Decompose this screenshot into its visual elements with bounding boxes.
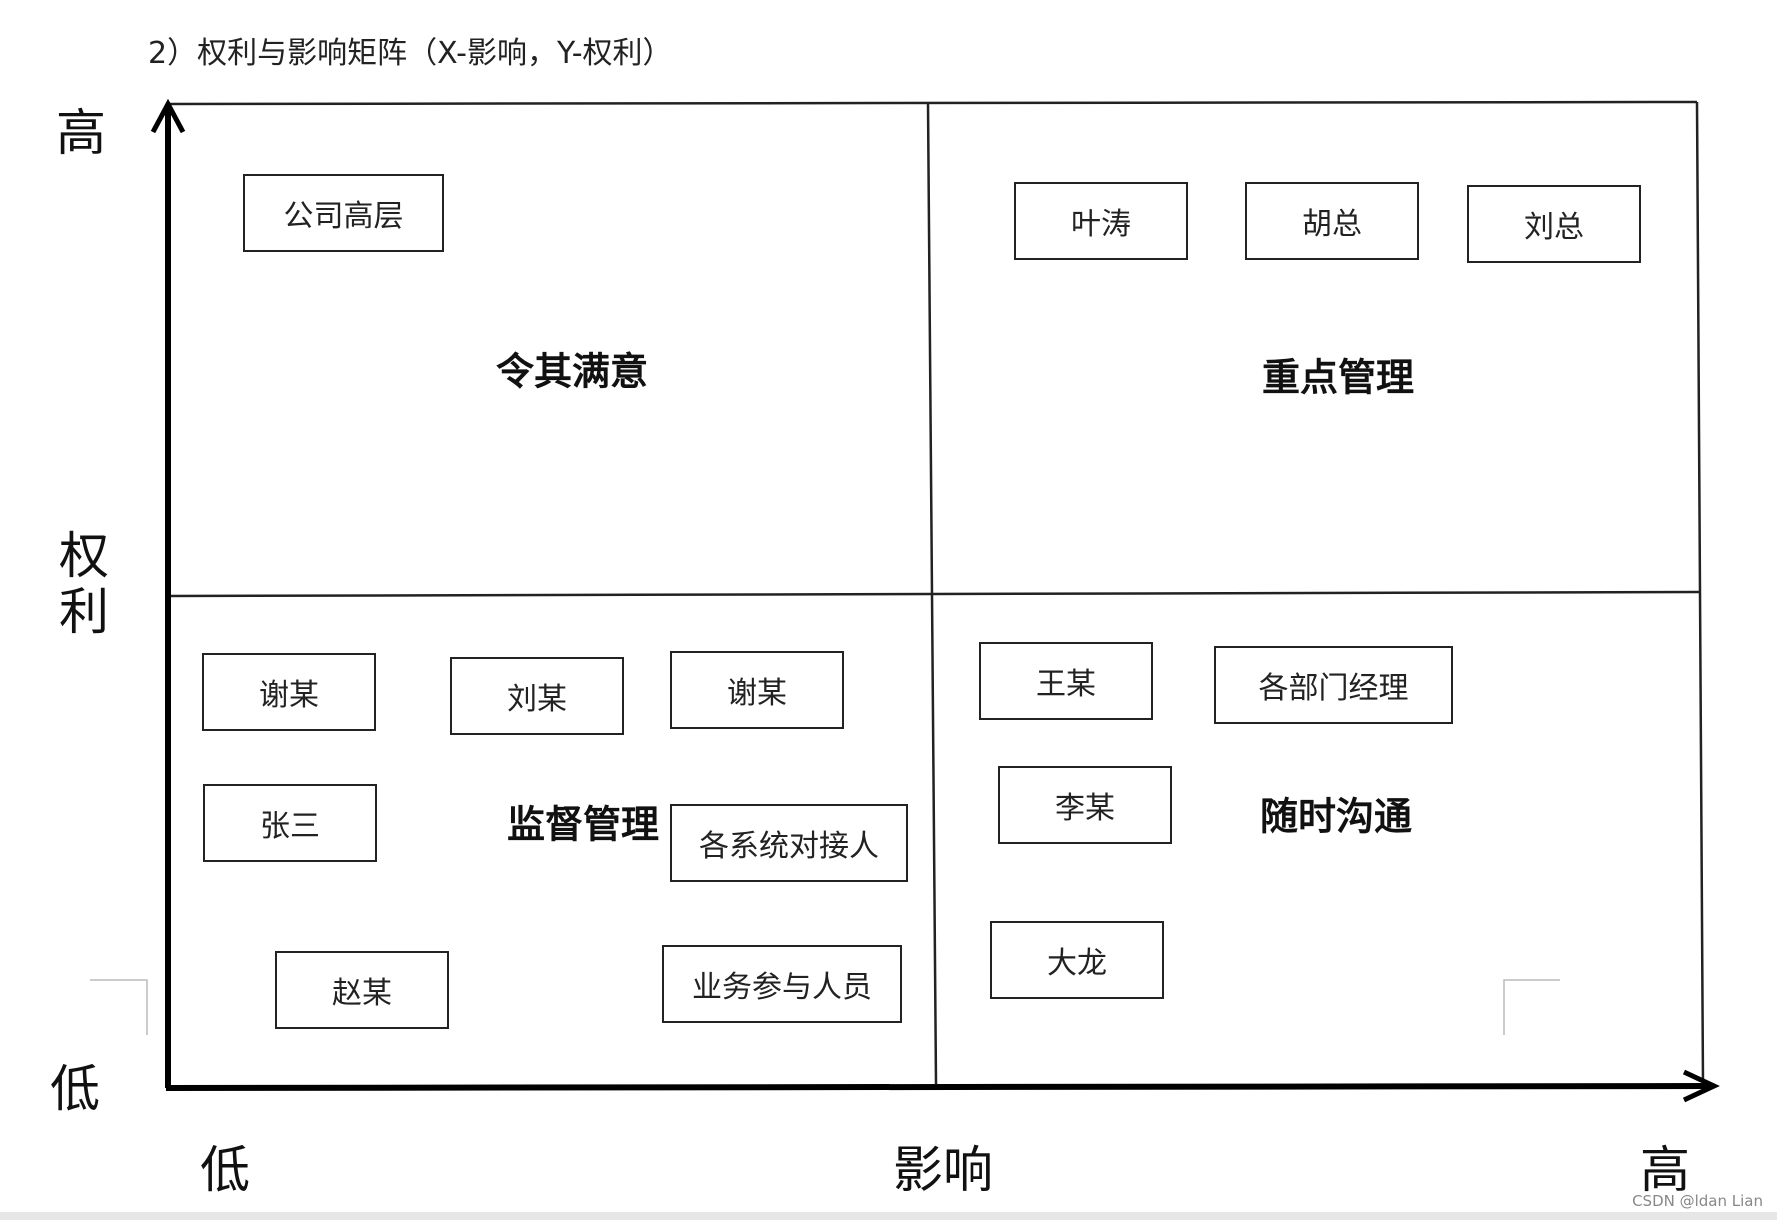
stakeholder-box: 胡总 <box>1245 182 1419 260</box>
stakeholder-box: 业务参与人员 <box>662 945 902 1023</box>
y-axis-title: 权 利 <box>54 528 114 640</box>
quadrant-title-keep-satisfied: 令其满意 <box>495 348 649 394</box>
watermark: CSDN @ldan Lian <box>1632 1192 1763 1210</box>
stakeholder-box: 谢某 <box>202 653 376 731</box>
stakeholder-box: 王某 <box>979 642 1153 720</box>
stakeholder-box: 刘某 <box>450 657 624 735</box>
crop-mark-right <box>1503 979 1560 1035</box>
stakeholder-box: 刘总 <box>1467 185 1641 263</box>
crop-mark-left <box>90 979 148 1035</box>
y-axis-arrowhead <box>150 98 186 134</box>
x-axis-line <box>165 1083 1711 1091</box>
frame-top-line <box>167 100 1698 106</box>
quadrant-title-keep-informed: 随时沟通 <box>1259 793 1413 839</box>
quadrant-title-monitor: 监督管理 <box>506 801 660 847</box>
diagram-heading: 2）权利与影响矩阵（X-影响，Y-权利） <box>148 36 673 71</box>
stakeholder-box: 大龙 <box>990 921 1164 999</box>
y-axis-low-label: 低 <box>50 1060 100 1118</box>
stakeholder-box: 各系统对接人 <box>670 804 908 882</box>
footer-bar <box>0 1212 1777 1220</box>
horizontal-divider <box>167 590 1700 598</box>
stakeholder-box: 谢某 <box>670 651 844 729</box>
y-axis-title-line1: 权 <box>59 527 109 585</box>
stakeholder-box: 各部门经理 <box>1214 646 1453 724</box>
y-axis-title-line2: 利 <box>59 583 109 641</box>
x-axis-low-label: 低 <box>200 1141 250 1199</box>
quadrant-title-manage-closely: 重点管理 <box>1261 354 1415 400</box>
y-axis-high-label: 高 <box>56 104 106 162</box>
frame-right-line <box>1695 101 1705 1085</box>
x-axis-title: 影响 <box>893 1141 993 1199</box>
x-axis-arrowhead <box>1682 1069 1720 1103</box>
stakeholder-box: 公司高层 <box>243 174 444 252</box>
x-axis-high-label: 高 <box>1640 1141 1690 1199</box>
stakeholder-box: 张三 <box>203 784 377 862</box>
stakeholder-box: 叶涛 <box>1014 182 1188 260</box>
stakeholder-box: 赵某 <box>275 951 449 1029</box>
stakeholder-box: 李某 <box>998 766 1172 844</box>
